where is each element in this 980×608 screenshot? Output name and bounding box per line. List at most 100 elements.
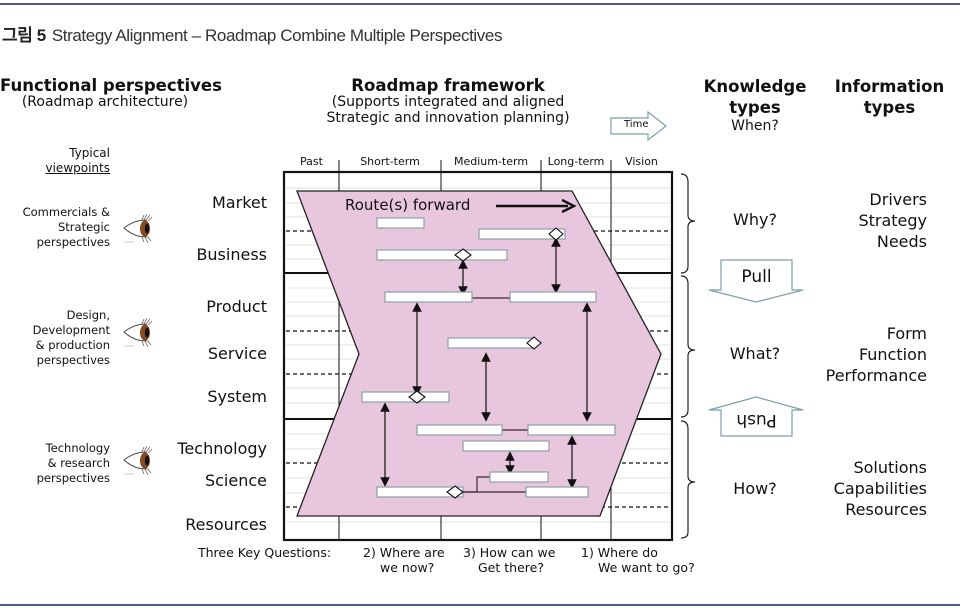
route-forward-arrow-head (561, 198, 577, 214)
framework-subtitle-1: (Supports integrated and aligned (331, 94, 565, 110)
key-question-go: 1) Where do We want to go? (581, 545, 695, 575)
brace-what (680, 275, 696, 418)
right-arrow-icon (610, 110, 667, 142)
info-item: Resources (845, 500, 927, 519)
info-item: Form (886, 324, 927, 343)
eye-icon (123, 317, 153, 348)
knowledge-title-1: Knowledge (703, 77, 807, 96)
layer-label-market: Market (212, 193, 267, 212)
brace-why (680, 173, 696, 274)
milestone-diamond (526, 336, 542, 350)
viewpoint-design: Design, Development & production perspec… (0, 308, 110, 368)
pull-arrow (708, 259, 804, 303)
question-how: How? (733, 479, 777, 498)
figure-number: 그림 5 (2, 26, 46, 45)
roadmap-bar (384, 291, 473, 303)
viewpoint-technology: Technology & research perspectives (0, 441, 110, 486)
information-title-2: types (863, 98, 916, 117)
period-short-term: Short-term (360, 155, 420, 168)
period-medium-term: Medium-term (453, 155, 529, 168)
viewpoint-line: Development (32, 323, 110, 337)
functional-header: Functional perspectives (Roadmap archite… (0, 76, 222, 110)
roadmap-bars (361, 217, 616, 498)
group-braces (680, 173, 696, 539)
viewpoint-line: Technology (45, 441, 110, 455)
layer-label-resources: Resources (185, 515, 267, 534)
pull-label: Pull (741, 267, 772, 287)
milestone-diamond (446, 485, 464, 499)
layer-label-science: Science (204, 471, 267, 490)
key-question-line: Get there? (478, 560, 544, 575)
question-why: Why? (733, 210, 777, 229)
roadmap-bar (525, 486, 589, 498)
roadmap-bar (489, 471, 549, 483)
push-arrow (708, 396, 804, 437)
key-question-get-there: 3) How can we Get there? (463, 545, 555, 575)
viewpoint-line: Design, (66, 308, 110, 322)
key-question-line: 3) How can we (463, 545, 556, 560)
connectors (463, 297, 528, 493)
layer-label-technology: Technology (177, 439, 267, 458)
figure-title-text: Strategy Alignment – Roadmap Combine Mul… (51, 26, 503, 45)
roadmap-bar (527, 424, 616, 436)
roadmap-bar (361, 391, 450, 403)
framework-title: Roadmap framework (351, 76, 545, 95)
route-chevron (296, 190, 662, 517)
info-item: Needs (876, 232, 927, 251)
milestones (408, 227, 564, 499)
period-vision: Vision (625, 155, 658, 168)
layer-label-service: Service (207, 344, 267, 363)
info-item: Solutions (853, 458, 927, 477)
roadmap-bar (376, 249, 508, 261)
bottom-rule (0, 604, 960, 606)
milestone-diamond (548, 227, 564, 241)
top-rule (0, 3, 960, 5)
info-item: Drivers (869, 190, 927, 209)
key-question-line: We want to go? (598, 560, 695, 575)
functional-subtitle: (Roadmap architecture) (21, 94, 189, 110)
eye-icon (123, 213, 153, 244)
route-forward-label: Route(s) forward (345, 196, 471, 214)
push-label: Push (736, 410, 777, 430)
roadmap-bar (478, 228, 566, 240)
viewpoint-line: perspectives (36, 353, 110, 367)
viewpoint-line: perspectives (36, 471, 110, 485)
roadmap-bar (416, 424, 503, 436)
viewpoint-line: perspectives (36, 235, 110, 249)
viewpoints-header-line2: viewpoints (45, 161, 111, 175)
key-question-line: 2) Where are (363, 545, 445, 560)
milestone-diamond (408, 390, 426, 404)
knowledge-title-2: types (729, 98, 781, 117)
viewpoint-line: Strategic (58, 220, 110, 234)
viewpoints-header-line1: Typical (69, 146, 110, 160)
roadmap-bar (509, 291, 597, 303)
layer-label-product: Product (206, 297, 267, 316)
knowledge-header: Knowledge types When? (690, 76, 820, 135)
key-question-line: 1) Where do (581, 545, 658, 560)
figure-title: 그림 5 Strategy Alignment – Roadmap Combine… (2, 21, 502, 46)
info-item: Performance (825, 366, 927, 385)
period-past: Past (300, 155, 323, 168)
info-how: Solutions Capabilities Resources (797, 457, 927, 520)
roadmap-bar (376, 217, 425, 229)
roadmap-bar (447, 337, 535, 349)
framework-subtitle-2: Strategic and innovation planning) (326, 110, 570, 126)
time-arrow: Time (610, 110, 668, 142)
info-item: Function (858, 345, 927, 364)
viewpoint-line: & production (35, 338, 110, 352)
knowledge-subtitle: When? (731, 118, 779, 134)
key-question-now: 2) Where are we now? (363, 545, 445, 575)
key-questions-label: Three Key Questions: (198, 545, 332, 560)
viewpoint-line: & research (47, 456, 110, 470)
info-item: Capabilities (833, 479, 927, 498)
question-what: What? (729, 344, 781, 363)
information-title-1: Information (834, 77, 945, 96)
grid-frame (282, 170, 674, 542)
info-what: Form Function Performance (797, 323, 927, 386)
info-why: Drivers Strategy Needs (797, 189, 927, 252)
functional-title: Functional perspectives (0, 76, 222, 95)
viewpoint-line: Commercials & (22, 205, 110, 219)
brace-how (680, 420, 696, 539)
viewpoints-header: Typical viewpoints (20, 146, 111, 176)
period-long-term: Long-term (547, 155, 605, 168)
